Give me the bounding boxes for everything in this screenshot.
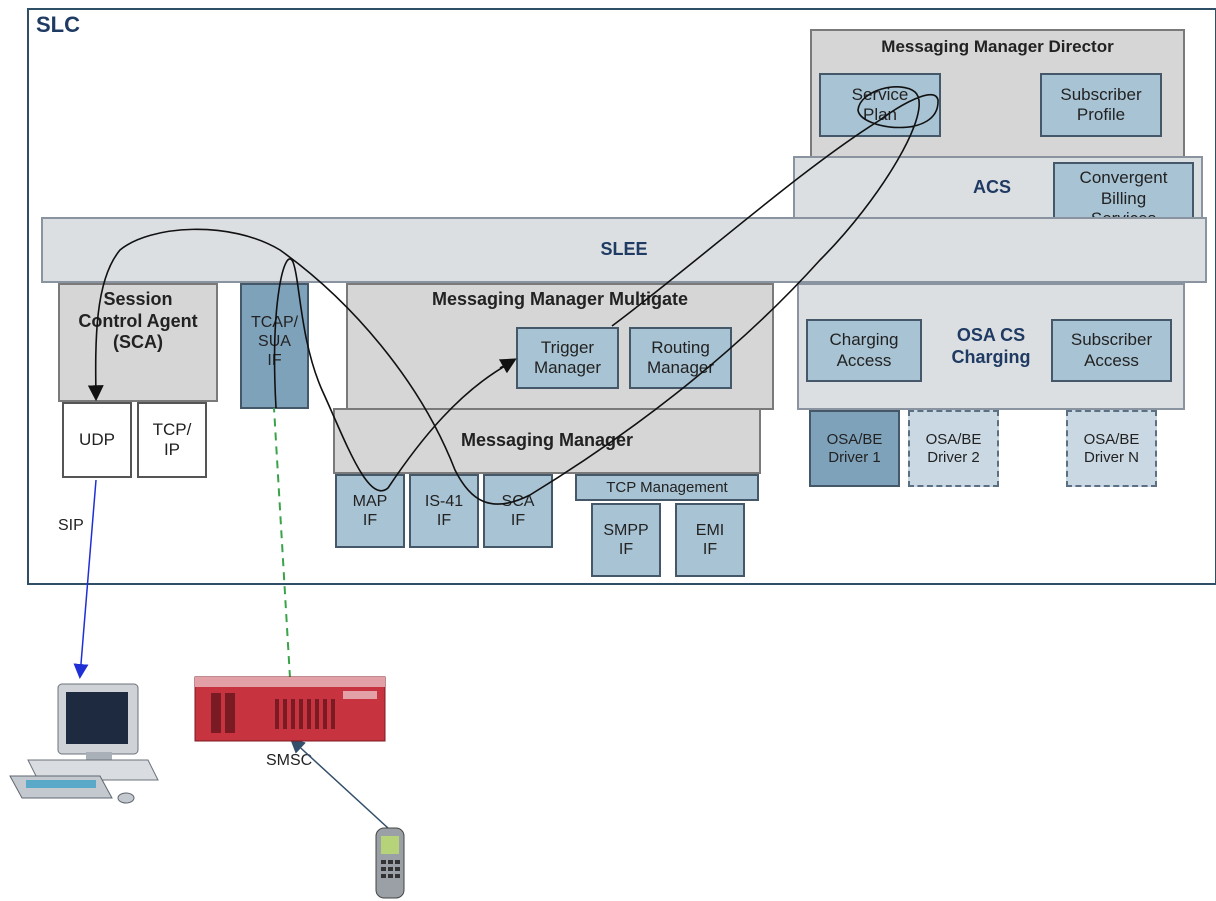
tcap-sua-if-box: TCAP/ SUA IF [240, 283, 309, 409]
routing-manager-box: Routing Manager [629, 327, 732, 389]
subscriber-profile-box: Subscriber Profile [1040, 73, 1162, 137]
messaging-manager-box: Messaging Manager [333, 408, 761, 474]
charging-access-box: Charging Access [806, 319, 922, 382]
subscriber-access-box: Subscriber Access [1051, 319, 1172, 382]
tcp-ip-box: TCP/ IP [137, 402, 207, 478]
smsc-label: SMSC [266, 752, 313, 769]
emi-if-label: EMI IF [695, 521, 725, 558]
tcp-ip-label: TCP/ IP [152, 419, 192, 459]
osa-be-driver-2: OSA/BE Driver 2 [908, 410, 999, 487]
map-if-box: MAP IF [335, 474, 405, 548]
mobile-phone-icon [375, 827, 405, 899]
sca-box: Session Control Agent (SCA) [58, 283, 218, 402]
routing-manager-label: Routing Manager [646, 337, 715, 377]
charging-access-label: Charging Access [829, 330, 899, 370]
slee-bar: SLEE [41, 217, 1207, 283]
osa-cs-charging-title: OSA CS Charging [951, 324, 1031, 367]
udp-label: UDP [79, 429, 115, 449]
smsc-server-icon [194, 676, 386, 742]
slc-label: SLC [36, 12, 80, 37]
sip-label: SIP [58, 517, 84, 534]
osa-be-driver-2-label: OSA/BE Driver 2 [925, 430, 982, 466]
osa-be-driver-n-label: OSA/BE Driver N [1083, 430, 1140, 466]
tcap-sua-if-label: TCAP/ SUA IF [250, 314, 299, 370]
map-if-label: MAP IF [352, 492, 388, 529]
osa-be-driver-1-label: OSA/BE Driver 1 [826, 430, 883, 466]
service-plan-box: Service Plan [819, 73, 941, 137]
subscriber-profile-label: Subscriber Profile [1060, 84, 1142, 124]
tcp-management-box: TCP Management [575, 474, 759, 501]
sca-title: Session Control Agent (SCA) [78, 289, 198, 353]
sca-if-label: SCA IF [501, 492, 535, 529]
desktop-computer-icon [9, 683, 159, 804]
is41-if-box: IS-41 IF [409, 474, 479, 548]
osa-be-driver-n: OSA/BE Driver N [1066, 410, 1157, 487]
service-plan-label: Service Plan [851, 84, 909, 124]
sca-if-box: SCA IF [483, 474, 553, 548]
mm-multigate-title: Messaging Manager Multigate [431, 289, 689, 309]
acs-title: ACS [973, 177, 1012, 198]
mm-director-title: Messaging Manager Director [881, 37, 1114, 56]
udp-box: UDP [62, 402, 132, 478]
subscriber-access-label: Subscriber Access [1070, 330, 1153, 370]
slee-label: SLEE [600, 239, 648, 260]
trigger-manager-box: Trigger Manager [516, 327, 619, 389]
trigger-manager-label: Trigger Manager [533, 337, 602, 377]
smpp-if-box: SMPP IF [591, 503, 661, 577]
osa-be-driver-1: OSA/BE Driver 1 [809, 410, 900, 487]
messaging-manager-title: Messaging Manager [460, 430, 634, 451]
emi-if-box: EMI IF [675, 503, 745, 577]
smpp-if-label: SMPP IF [603, 521, 649, 558]
is41-if-label: IS-41 IF [424, 492, 464, 529]
tcp-management-label: TCP Management [606, 478, 728, 496]
